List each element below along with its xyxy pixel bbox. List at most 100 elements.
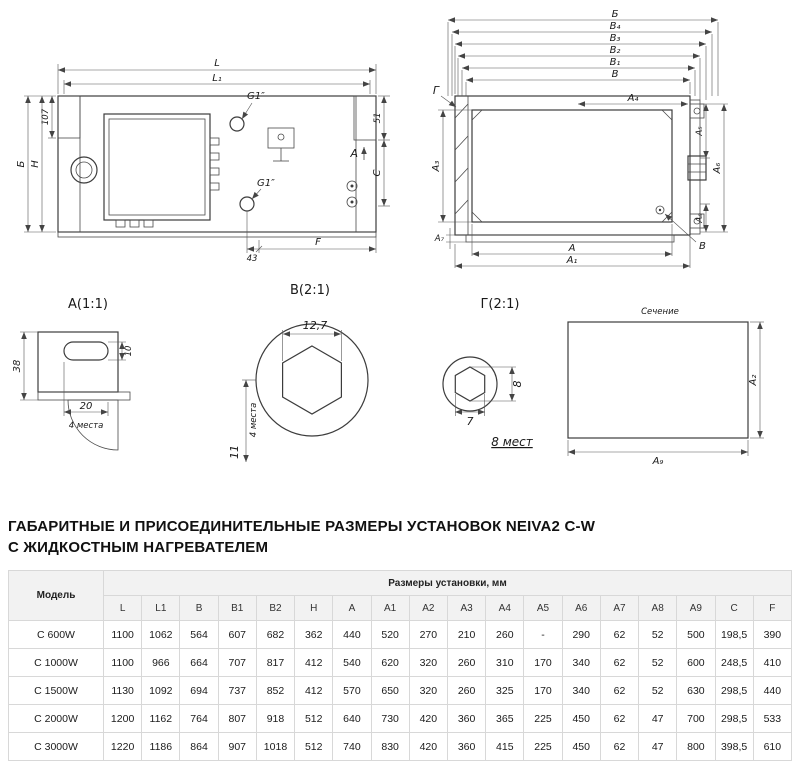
dim-label-places-g: 8 мест [491, 435, 533, 449]
col-header-A2: A2 [408, 595, 448, 621]
right-flange [689, 99, 701, 235]
value-cell: 390 [752, 620, 793, 649]
dim-label-places-b: 4 места [249, 403, 259, 438]
value-cell: 817 [255, 648, 296, 677]
value-cell: 415 [485, 732, 525, 761]
dim-label-L1: L₁ [212, 73, 222, 84]
value-cell: 533 [752, 704, 793, 733]
value-cell: 620 [370, 648, 410, 677]
dim-label-20: 20 [80, 401, 93, 412]
page-title-line1: ГАБАРИТНЫЕ И ПРИСОЕДИНИТЕЛЬНЫЕ РАЗМЕРЫ У… [8, 518, 596, 535]
base-rail [465, 234, 675, 243]
dim-label-B: B [612, 69, 619, 80]
dim-label-10: 10 [124, 346, 134, 357]
model-column-header: Модель [8, 570, 104, 621]
dim-label-A1: А₁ [566, 255, 578, 266]
value-cell: 1220 [102, 732, 143, 761]
col-header-B2: B2 [255, 595, 296, 621]
col-header-L1: L1 [141, 595, 181, 621]
dim-label-A8: А₈ [695, 213, 705, 224]
value-cell: 412 [294, 676, 334, 705]
dim-label-A5: А₅ [695, 126, 705, 137]
detail-b-geometry [255, 323, 369, 437]
value-cell: 650 [370, 676, 410, 705]
table-row: С 600W 1100 1062 564 607 682 362 440 520… [8, 620, 793, 649]
value-cell: 694 [179, 676, 219, 705]
top-view-geometry [454, 95, 707, 243]
value-cell: 362 [294, 620, 334, 649]
leader-label-B: B [699, 241, 706, 252]
col-header-B: B [179, 595, 219, 621]
left-bracket [57, 95, 81, 139]
g1-connector-top [229, 116, 245, 132]
mounting-slot [63, 341, 109, 361]
value-cell: 800 [676, 732, 716, 761]
dim-label-B1: B₁ [610, 57, 621, 68]
value-cell: 210 [446, 620, 487, 649]
col-header-H: H [294, 595, 334, 621]
value-cell: 1018 [255, 732, 296, 761]
front-view-geometry [57, 95, 377, 238]
value-cell: 1092 [141, 676, 181, 705]
page-title-line2: С ЖИДКОСТНЫМ НАГРЕВАТЕЛЕМ [8, 539, 269, 556]
dim-label-A2: А₂ [748, 375, 759, 387]
value-cell: 740 [332, 732, 372, 761]
flange-connector [687, 155, 707, 181]
value-cell: 320 [408, 676, 448, 705]
dim-label-8: 8 [511, 381, 524, 388]
value-cell: 340 [561, 676, 601, 705]
value-cell: 600 [676, 648, 716, 677]
value-cell: 360 [446, 732, 487, 761]
col-header-A4: A4 [485, 595, 525, 621]
col-header-B1: B1 [217, 595, 257, 621]
value-cell: 640 [332, 704, 372, 733]
detail-b-title: В(2:1) [290, 283, 330, 298]
value-cell: 864 [179, 732, 219, 761]
dim-label-A: А [568, 243, 576, 254]
model-cell: С 1500W [8, 676, 104, 705]
value-cell: 47 [638, 704, 678, 733]
hex-socket [454, 366, 486, 402]
detail-g: Г(2:1) 8 7 8 мест [442, 297, 534, 449]
dim-label-F: F [315, 237, 321, 248]
table-row: С 1000W 1100 966 664 707 817 412 540 620… [8, 648, 793, 677]
value-cell: 1130 [102, 676, 143, 705]
value-cell: 410 [752, 648, 793, 677]
dim-label-7: 7 [467, 415, 474, 428]
value-cell: 512 [294, 732, 334, 761]
value-cell: 420 [408, 732, 448, 761]
model-cell: С 1000W [8, 648, 104, 677]
value-cell: 62 [599, 648, 640, 677]
detail-b: В(2:1) 12,7 4 места 11 [228, 283, 369, 462]
value-cell: 52 [638, 620, 678, 649]
hex-socket [282, 345, 342, 415]
electrical-panel [103, 113, 211, 221]
value-cell: - [523, 620, 563, 649]
dim-label-A7: А₇ [434, 234, 445, 244]
dim-label-L: L [214, 58, 220, 69]
inner-panel [471, 109, 673, 223]
dim-label-107: 107 [41, 108, 51, 125]
value-cell: 807 [217, 704, 257, 733]
value-cell: 412 [294, 648, 334, 677]
value-cell: 730 [370, 704, 410, 733]
value-cell: 852 [255, 676, 296, 705]
value-cell: 450 [561, 704, 601, 733]
dim-label-12-7: 12,7 [303, 319, 328, 332]
value-cell: 630 [676, 676, 716, 705]
value-cell: 62 [599, 676, 640, 705]
value-cell: 325 [485, 676, 525, 705]
detail-a-geometry [37, 331, 131, 451]
dim-label-B-cyr: Б [16, 160, 27, 167]
value-cell: 520 [370, 620, 410, 649]
value-cell: 764 [179, 704, 219, 733]
value-cell: 830 [370, 732, 410, 761]
dim-label-38: 38 [12, 360, 23, 373]
value-cell: 47 [638, 732, 678, 761]
front-view: L L₁ Б H 107 G1″ G1″ 51 C A 43 F [16, 58, 390, 264]
value-cell: 540 [332, 648, 372, 677]
section-view: Сечение А₂ А₉ [567, 307, 764, 467]
bolt-hole [655, 205, 665, 215]
value-cell: 610 [752, 732, 793, 761]
dimensions-group-header: Размеры установки, мм [103, 570, 792, 596]
